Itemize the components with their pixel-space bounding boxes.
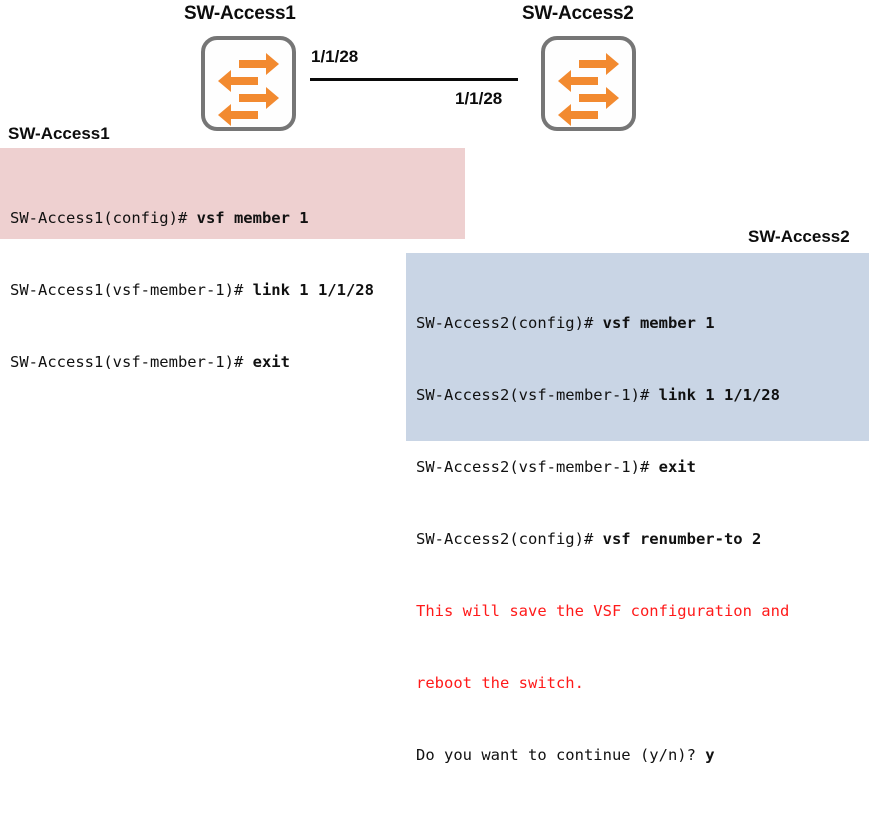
- cli-caption-sw-access2: SW-Access2: [748, 227, 850, 246]
- node-title-sw-access2: SW-Access2: [522, 3, 634, 24]
- cli-line: SW-Access2(vsf-member-1)# exit: [416, 455, 869, 479]
- cli-line: SW-Access1(vsf-member-1)# exit: [10, 350, 465, 374]
- cli-command: link 1 1/1/28: [658, 386, 780, 404]
- switch-icon-sw-access2[interactable]: [541, 36, 636, 131]
- cli-command: link 1 1/1/28: [252, 281, 374, 299]
- cli-command: vsf renumber-to 2: [602, 530, 762, 548]
- cli-output-sw-access1: SW-Access1(config)# vsf member 1 SW-Acce…: [0, 148, 465, 371]
- cli-caption-sw-access1: SW-Access1: [8, 124, 110, 143]
- network-switch-icon: [558, 53, 619, 126]
- switch-icon-sw-access1[interactable]: [201, 36, 296, 131]
- link-label-left: 1/1/28: [311, 47, 359, 66]
- cli-output-sw-access2: SW-Access2(config)# vsf member 1 SW-Acce…: [406, 253, 869, 764]
- cli-command: y: [705, 746, 715, 764]
- network-switch-icon: [218, 53, 279, 126]
- cli-warning-text: This will save the VSF configuration and: [416, 602, 790, 620]
- cli-line: SW-Access1(vsf-member-1)# link 1 1/1/28: [10, 278, 465, 302]
- cli-prompt: SW-Access2(vsf-member-1)#: [416, 386, 659, 404]
- cli-line-warning: reboot the switch.: [416, 671, 869, 695]
- cli-prompt: SW-Access1(vsf-member-1)#: [10, 281, 253, 299]
- cli-line: SW-Access2(config)# vsf member 1: [416, 311, 869, 335]
- cli-prompt: SW-Access2(config)#: [416, 314, 603, 332]
- cli-command: vsf member 1: [602, 314, 715, 332]
- link-line-sw1-sw2: [310, 78, 518, 81]
- cli-warning-text: reboot the switch.: [416, 674, 584, 692]
- node-title-sw-access1: SW-Access1: [184, 3, 296, 24]
- cli-prompt: SW-Access1(vsf-member-1)#: [10, 353, 253, 371]
- cli-prompt: SW-Access2(vsf-member-1)#: [416, 458, 659, 476]
- cli-command: exit: [658, 458, 696, 476]
- diagram-canvas: SW-Access1 SW-Access2: [0, 3, 869, 764]
- cli-prompt: Do you want to continue (y/n)?: [416, 746, 706, 764]
- cli-command: vsf member 1: [196, 209, 309, 227]
- cli-prompt: SW-Access1(config)#: [10, 209, 197, 227]
- link-label-right: 1/1/28: [455, 89, 503, 108]
- cli-line-warning: This will save the VSF configuration and: [416, 599, 869, 623]
- cli-line: SW-Access2(config)# vsf renumber-to 2: [416, 527, 869, 551]
- cli-prompt: SW-Access2(config)#: [416, 530, 603, 548]
- cli-line: Do you want to continue (y/n)? y: [416, 743, 869, 767]
- cli-line: SW-Access1(config)# vsf member 1: [10, 206, 465, 230]
- cli-command: exit: [252, 353, 290, 371]
- cli-line: SW-Access2(vsf-member-1)# link 1 1/1/28: [416, 383, 869, 407]
